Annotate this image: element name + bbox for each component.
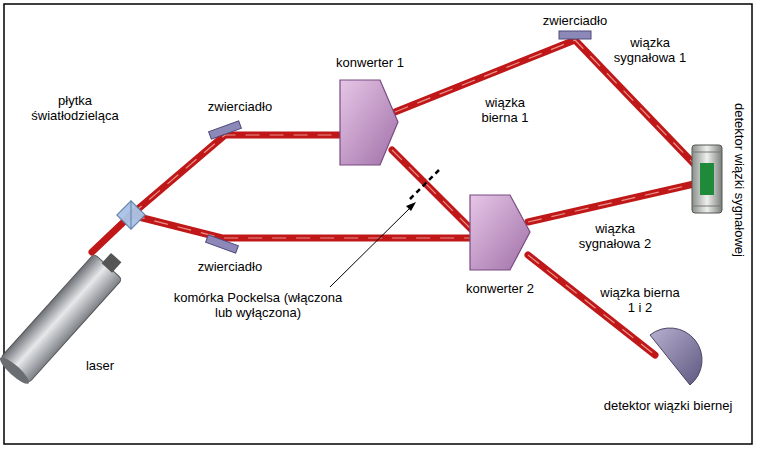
beam-label: wiązka sygnałowa 2: [574, 221, 656, 251]
mirror: [206, 235, 239, 253]
detector-label: detektor wiązki biernej: [604, 398, 733, 413]
pockels-cell: [410, 169, 440, 199]
beam-sheen: [131, 40, 695, 355]
mirror-label: zwierciadło: [543, 13, 607, 28]
mirror-label: zwierciadło: [208, 99, 272, 114]
signal-detector: [692, 145, 722, 213]
splitter-label: płytka światłodzieląca: [21, 93, 129, 123]
beam-label: wiązka bierna 1 i 2: [598, 285, 682, 315]
converter-crystal: [470, 195, 530, 270]
beam-splitter: [117, 201, 145, 229]
laser-label: laser: [86, 358, 114, 373]
beam-label: wiązka sygnałowa 1: [610, 35, 690, 65]
leader-line: [330, 205, 413, 287]
pockels-label: komórka Pockelsa (włączona lub wyłączona…: [169, 290, 347, 320]
mirror: [559, 31, 591, 39]
leader-arrowhead: [406, 202, 416, 211]
laser-beams: [92, 40, 695, 355]
mirror-label: zwierciadło: [198, 259, 262, 274]
frame: [4, 4, 752, 444]
converter-label: konwerter 1: [336, 55, 404, 70]
laser-body: [0, 245, 130, 387]
detector-label: detektor wiązki sygnałowej: [732, 103, 747, 257]
idler-detector: [650, 328, 702, 385]
converter-label: konwerter 2: [466, 281, 534, 296]
converter-crystal: [340, 80, 398, 165]
mirror: [209, 121, 242, 139]
beam-label: wiązka bierna 1: [473, 95, 537, 125]
